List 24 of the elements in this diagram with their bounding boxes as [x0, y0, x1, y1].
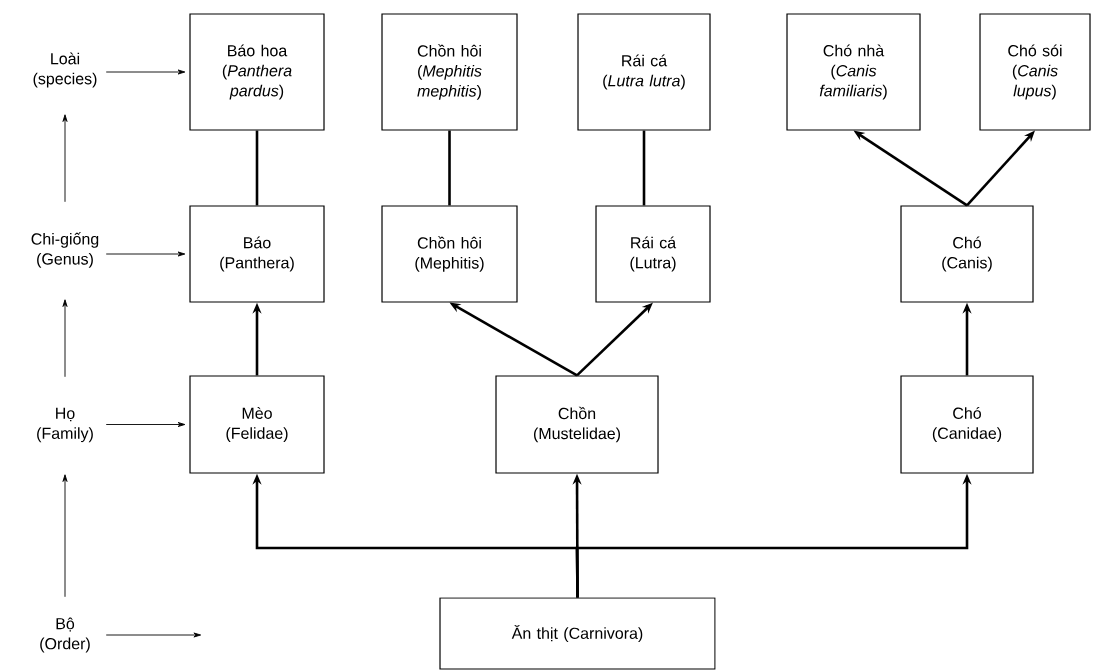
taxon-box: Chó (Canidae): [900, 375, 1034, 474]
rank-label: Họ (Family): [37, 407, 93, 443]
arrow: [62, 114, 68, 203]
taxon-box: Chó nhà (Canis familiaris): [786, 13, 921, 131]
arrow: [62, 474, 68, 598]
rank-label: Chi-giống (Genus): [31, 232, 99, 268]
taxon-box: Chồn hôi (Mephitis mephitis): [381, 13, 518, 131]
taxon-box: Báo hoa (Panthera pardus): [189, 13, 325, 131]
taxon-box: Rái cá (Lutra): [595, 205, 711, 303]
taxon-box: Báo (Panthera): [189, 205, 325, 303]
arrow: [105, 422, 186, 427]
taxon-box: Rái cá (Lutra lutra): [577, 13, 711, 131]
arrow: [105, 632, 202, 638]
taxon-box: Chó (Canis): [900, 205, 1034, 303]
taxon-box: Chồn hôi (Mephitis): [381, 205, 518, 303]
rank-label: Bộ (Order): [40, 617, 90, 653]
taxon-box: Ăn thịt (Carnivora): [439, 597, 716, 670]
taxon-box: Chó sói (Canis lupus): [979, 13, 1091, 131]
taxon-box: Mèo (Felidae): [189, 375, 325, 474]
arrow: [105, 69, 186, 75]
arrow: [105, 251, 186, 257]
rank-label: Loài (species): [33, 52, 97, 88]
arrow: [62, 299, 68, 378]
taxon-box: Chồn (Mustelidae): [495, 375, 659, 474]
